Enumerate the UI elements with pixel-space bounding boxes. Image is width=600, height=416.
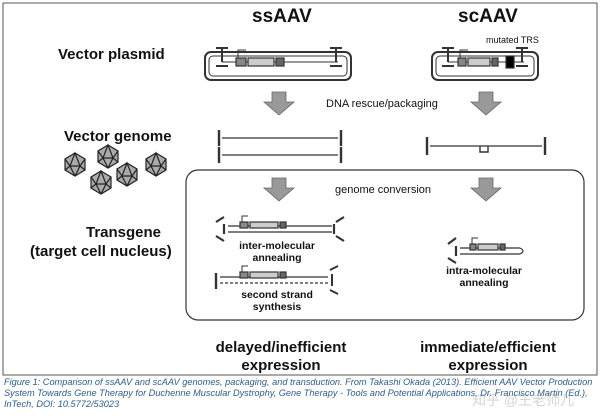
dna-rescue-label: DNA rescue/packaging [326, 98, 438, 110]
column-title-scaav: scAAV [458, 6, 518, 27]
capsid-icons [64, 143, 167, 195]
arrow-sc-conversion [469, 177, 503, 202]
sc-plasmid [431, 47, 539, 81]
arrow-ss-conversion [262, 177, 296, 202]
row-title-vector-genome: Vector genome [64, 128, 172, 145]
column-title-ssaav: ssAAV [252, 6, 312, 27]
ss-plasmid [204, 47, 352, 81]
intra-molecular-strands [447, 237, 524, 264]
arrow-sc-rescue [469, 91, 503, 116]
mutated-trs-label: mutated TRS [486, 35, 539, 45]
watermark: 知乎 @王老师儿 [472, 392, 575, 408]
genome-conversion-label: genome conversion [335, 184, 432, 196]
figure-caption: Figure 1: Comparison of ssAAV and scAAV … [4, 377, 593, 409]
transgene-box [185, 169, 585, 321]
sc-genome [425, 137, 547, 155]
arrow-ss-rescue [262, 91, 296, 116]
outer-frame [2, 2, 598, 376]
ss-genome [217, 130, 343, 163]
row-title-target-cell: (target cell nucleus) [30, 243, 172, 260]
row-title-vector-plasmid: Vector plasmid [58, 46, 165, 63]
inter-molecular-strands [215, 215, 345, 242]
second-strand-strands [214, 265, 339, 295]
row-title-transgene: Transgene [86, 224, 162, 241]
